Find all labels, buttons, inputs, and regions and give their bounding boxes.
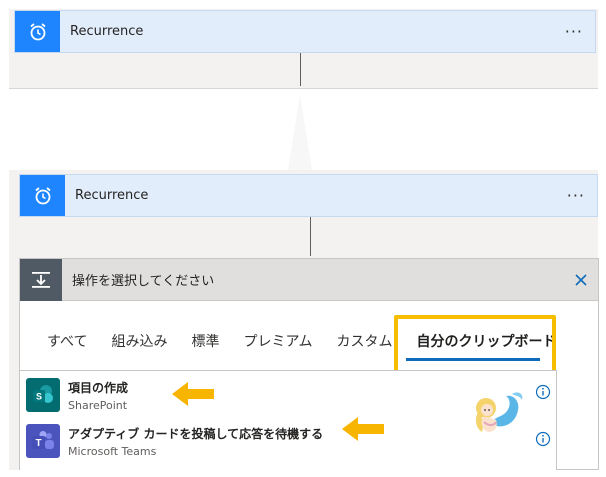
tab-custom[interactable]: カスタム (336, 334, 393, 350)
chooser-title: 操作を選択してください (72, 274, 215, 289)
trigger-title: Recurrence (75, 188, 149, 203)
list-item[interactable]: S 項目の作成 SharePoint (26, 378, 128, 412)
active-tab-indicator (406, 358, 540, 361)
sharepoint-icon: S (26, 378, 60, 412)
annotation-arrow-icon (172, 382, 214, 406)
result-title: 項目の作成 (68, 380, 129, 395)
tab-my-clipboard[interactable]: 自分のクリップボード (416, 334, 557, 350)
highlight-annotation (394, 315, 556, 377)
svg-text:S: S (36, 392, 42, 402)
tab-premium[interactable]: プレミアム (243, 334, 313, 350)
result-title: アダプティブ カードを投稿して応答を待機する (68, 426, 324, 441)
teams-icon: T (26, 424, 60, 458)
more-options-button[interactable]: ··· (566, 185, 585, 205)
clipboard-results-list (19, 370, 557, 470)
tab-standard[interactable]: 標準 (191, 334, 220, 350)
info-icon[interactable] (535, 384, 551, 400)
connector-line (310, 217, 311, 256)
chooser-header: 操作を選択してください (20, 258, 598, 301)
annotation-arrow-icon (342, 417, 384, 441)
tab-built-in[interactable]: 組み込み (111, 334, 168, 350)
svg-text:T: T (35, 438, 41, 449)
list-item[interactable]: T アダプティブ カードを投稿して応答を待機する Microsoft Teams (26, 424, 323, 458)
result-connector: Microsoft Teams (68, 444, 157, 458)
tab-all[interactable]: すべて (47, 334, 88, 350)
more-options-button[interactable]: ··· (564, 21, 583, 41)
close-icon[interactable] (574, 273, 588, 287)
operation-icon (20, 258, 62, 301)
mermaid-illustration (475, 392, 523, 432)
result-connector: SharePoint (68, 398, 128, 412)
connector-line (300, 53, 301, 86)
alarm-clock-icon (20, 175, 65, 216)
category-tabs: すべて 組み込み 標準 プレミアム カスタム 自分のクリップボード (47, 331, 581, 351)
alarm-clock-icon (15, 11, 60, 52)
info-icon[interactable] (535, 431, 551, 447)
recurrence-trigger-card-top[interactable]: Recurrence ··· (14, 10, 596, 53)
trigger-title: Recurrence (70, 24, 144, 39)
recurrence-trigger-card-bottom[interactable]: Recurrence ··· (19, 174, 598, 217)
